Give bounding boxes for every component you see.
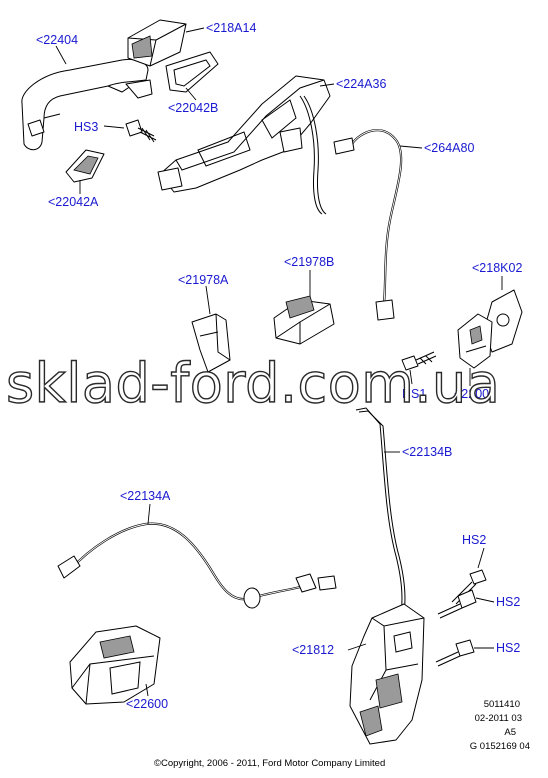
callout-hs2-1: HS2 xyxy=(462,533,486,547)
callout-22600: <22600 xyxy=(126,697,168,711)
leader-21978a xyxy=(205,285,211,315)
leader-21812 xyxy=(347,643,367,651)
drawing-number: 5011410 xyxy=(484,699,520,710)
part-gasket-b xyxy=(165,51,219,93)
callout-22134a: <22134A xyxy=(120,489,171,503)
callout-224a36: <224A36 xyxy=(336,77,386,91)
callout-22008: <22008 xyxy=(454,387,496,401)
leader-hs1 xyxy=(409,369,413,385)
part-latch-21812 xyxy=(349,603,425,745)
part-cable-22134a xyxy=(57,522,337,609)
drawing-reference: G 0152169 04 xyxy=(470,741,530,752)
callout-218a14: <218A14 xyxy=(206,21,256,35)
drawing-sheet: A5 xyxy=(504,727,516,738)
leader-hs2-1 xyxy=(477,547,485,569)
leader-264a80 xyxy=(399,145,423,149)
callout-218k02: <218K02 xyxy=(472,261,522,275)
leader-22404 xyxy=(55,45,67,65)
callout-hs2-3: HS2 xyxy=(496,641,520,655)
callout-22042a: <22042A xyxy=(48,195,99,209)
leader-hs3 xyxy=(103,125,125,129)
leader-224a36 xyxy=(319,83,335,87)
callout-264a80: <264A80 xyxy=(424,141,474,155)
callout-22042b: <22042B xyxy=(168,101,218,115)
part-screws-hs2 xyxy=(435,569,487,667)
part-rod-22134b xyxy=(355,407,406,619)
callout-21978a: <21978A xyxy=(178,273,229,287)
part-screw-hs1 xyxy=(401,351,437,371)
callout-hs1: HS1 xyxy=(402,387,426,401)
leader-22600 xyxy=(145,683,149,697)
part-handle-frame xyxy=(157,75,331,215)
part-striker-22008 xyxy=(457,313,493,369)
callout-hs3: HS3 xyxy=(74,120,98,134)
drawing-date: 02-2011 03 xyxy=(475,713,522,724)
leader-22134a xyxy=(147,503,151,525)
part-bracket-21978b xyxy=(273,295,335,345)
part-housing-22600 xyxy=(69,625,161,705)
watermark-text: sklad-ford.com.ua xyxy=(6,352,500,415)
leader-hs2-2 xyxy=(475,597,495,603)
part-gasket-a xyxy=(65,149,105,183)
part-bracket-21978a xyxy=(191,313,231,373)
part-screw-hs3 xyxy=(125,119,157,143)
callout-hs2-2: HS2 xyxy=(496,595,520,609)
part-outer-handle xyxy=(21,59,153,151)
part-cable-264a80 xyxy=(333,129,403,321)
part-handle-cap xyxy=(127,19,187,67)
callout-21812: <21812 xyxy=(292,643,334,657)
callout-22134b: <22134B xyxy=(402,445,452,459)
leader-22042b xyxy=(185,87,197,101)
callout-22404: <22404 xyxy=(36,33,78,47)
leader-218a14 xyxy=(185,27,205,33)
copyright-text: ©Copyright, 2006 - 2011, Ford Motor Comp… xyxy=(154,758,385,769)
callout-21978b: <21978B xyxy=(284,255,334,269)
